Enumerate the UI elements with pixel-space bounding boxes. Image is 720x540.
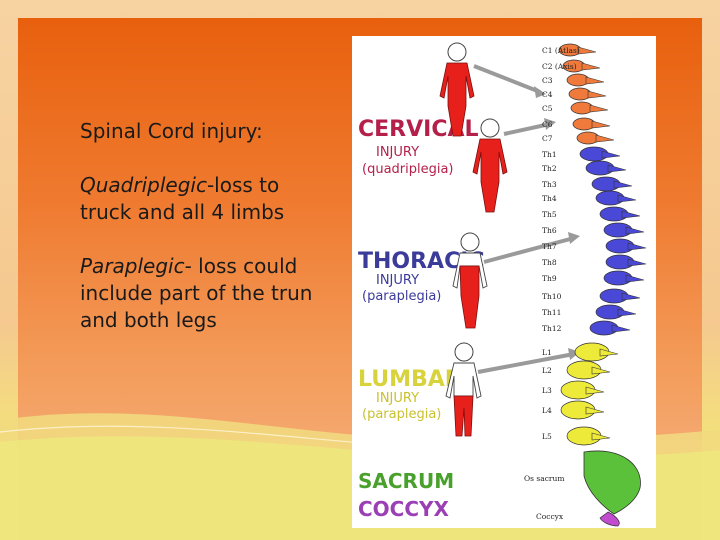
figure-cervical-injury	[439, 42, 475, 137]
vertebra-label-1: C1 (Atlas)	[542, 46, 580, 55]
vertebra-label-17: Th10	[542, 292, 562, 301]
vertebra-process-17	[621, 292, 641, 301]
vertebra-label-20: L1	[542, 348, 552, 357]
vertebra-label-3: C3	[542, 76, 553, 85]
vertebra-process-22	[585, 386, 605, 395]
paraplegic-definition: Paraplegic- loss could include part of t…	[80, 253, 370, 334]
cervical-sub2: (quadriplegia)	[362, 162, 454, 177]
figure-lumbar-injury	[445, 342, 482, 437]
vertebra-label-9: Th2	[542, 164, 557, 173]
vertebra-process-5	[589, 104, 609, 113]
quadriplegic-text-line1: -loss to	[206, 173, 280, 197]
figure-thoracic-injury	[452, 232, 488, 329]
vertebra-process-1	[577, 46, 597, 55]
vertebra-label-15: Th8	[542, 258, 557, 267]
vertebra-label-23: L4	[542, 406, 552, 415]
slide-text-block: Spinal Cord injury: Quadriplegic-loss to…	[80, 118, 370, 361]
vertebra-label-24: L5	[542, 432, 552, 441]
vertebra-process-24	[591, 432, 611, 441]
paraplegic-text-line1: - loss could	[184, 254, 298, 278]
vertebra-process-19	[611, 324, 631, 333]
vertebra-process-10	[613, 180, 633, 189]
quadriplegic-definition: Quadriplegic-loss to truck and all 4 lim…	[80, 172, 370, 226]
coccyx-bone	[599, 511, 620, 527]
vertebra-label-10: Th3	[542, 180, 557, 189]
vertebra-labels: C1 (Atlas) C2 (Axis) C3C4C5C6C7Th1Th2Th3Th…	[524, 46, 580, 521]
spine-diagram-image: CERVICAL INJURY (quadriplegia) THORACIC …	[352, 36, 656, 528]
vertebra-label-16: Th9	[542, 274, 557, 283]
vertebra-process-3	[585, 76, 605, 85]
vertebra-label-14: Th7	[542, 242, 557, 251]
vertebra-process-7	[595, 134, 615, 143]
vertebra-label-12: Th5	[542, 210, 557, 219]
vertebra-label-13: Th6	[542, 226, 557, 235]
paraplegic-term: Paraplegic	[80, 254, 185, 278]
vertebra-process-15	[627, 258, 647, 267]
vertebra-process-11	[617, 194, 637, 203]
vertebra-process-2	[581, 62, 601, 71]
figure-cervical-injury-2	[472, 118, 508, 213]
lumbar-title: LUMBAR	[358, 367, 462, 392]
lumbar-sub1: INJURY	[376, 391, 419, 406]
spine-column	[558, 43, 647, 527]
vertebra-label-22: L3	[542, 386, 552, 395]
thoracic-sub2: (paraplegia)	[362, 289, 441, 304]
vertebra-label-8: Th1	[542, 150, 557, 159]
vertebra-process-4	[587, 90, 607, 99]
vertebra-process-23	[585, 406, 605, 415]
vertebra-process-21	[591, 366, 611, 375]
vertebra-label-21: L2	[542, 366, 552, 375]
pointer-arrows	[473, 64, 575, 374]
thoracic-sub1: INJURY	[376, 273, 419, 288]
vertebra-label-25: Os sacrum	[524, 474, 564, 483]
quadriplegic-term: Quadriplegic	[80, 173, 207, 197]
vertebra-process-12	[621, 210, 641, 219]
cervical-sub1: INJURY	[376, 145, 419, 160]
vertebra-label-4: C4	[542, 90, 553, 99]
vertebra-label-26: Coccyx	[536, 512, 564, 521]
paraplegic-text-line3: and both legs	[80, 308, 217, 332]
slide-heading: Spinal Cord injury:	[80, 119, 263, 143]
sacrum-bone	[583, 450, 641, 515]
lumbar-sub2: (paraplegia)	[362, 407, 441, 422]
vertebra-label-19: Th12	[542, 324, 562, 333]
spine-diagram-svg: CERVICAL INJURY (quadriplegia) THORACIC …	[358, 42, 647, 527]
vertebra-process-9	[607, 164, 627, 173]
vertebra-label-5: C5	[542, 104, 553, 113]
vertebra-process-8	[601, 150, 621, 159]
vertebra-process-14	[627, 242, 647, 251]
vertebra-label-2: C2 (Axis)	[542, 62, 577, 71]
vertebra-label-7: C7	[542, 134, 553, 143]
quadriplegic-text-line2: truck and all 4 limbs	[80, 200, 285, 224]
vertebra-process-13	[625, 226, 645, 235]
vertebra-process-18	[617, 308, 637, 317]
lumbar-region-label: LUMBAR INJURY (paraplegia)	[358, 367, 462, 422]
sacrum-title: SACRUM	[358, 469, 454, 493]
vertebra-label-6: C6	[542, 120, 553, 129]
vertebra-process-6	[591, 120, 611, 129]
vertebra-process-16	[625, 274, 645, 283]
coccyx-title: COCCYX	[358, 497, 450, 521]
paraplegic-text-line2: include part of the trun	[80, 281, 313, 305]
vertebra-process-20	[599, 348, 619, 357]
vertebra-label-11: Th4	[542, 194, 557, 203]
vertebra-label-18: Th11	[542, 308, 561, 317]
